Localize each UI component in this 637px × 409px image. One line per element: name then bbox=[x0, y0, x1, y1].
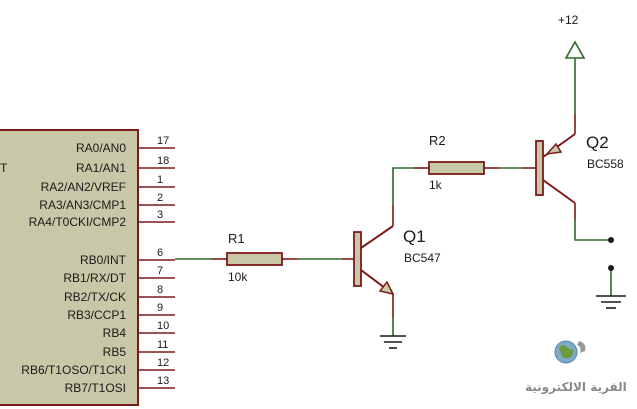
mcu-pin-name: RB3/CCP1 bbox=[67, 308, 126, 322]
mcu-pin-name: RB5 bbox=[103, 345, 127, 359]
output-junction bbox=[608, 237, 614, 243]
mcu-pin-name: RA3/AN3/CMP1 bbox=[39, 198, 126, 212]
watermark-text: القرية الالكترونية bbox=[525, 380, 627, 395]
q1-emitter-arrow bbox=[378, 280, 395, 296]
mcu-pin-name: RA0/AN0 bbox=[76, 141, 126, 155]
mcu-pin-number: 2 bbox=[157, 192, 163, 204]
mcu-pin-number: 1 bbox=[157, 174, 163, 186]
q2-value: BC558 bbox=[587, 157, 624, 171]
wire-q1-r2 bbox=[392, 167, 414, 205]
mcu-body bbox=[0, 129, 139, 406]
r1-value: 10k bbox=[228, 270, 248, 284]
mcu-pin-number: 12 bbox=[157, 357, 169, 369]
mcu-pin-number: 18 bbox=[157, 155, 169, 167]
mcu-pin-number: 13 bbox=[157, 375, 169, 387]
ground-icon bbox=[380, 335, 406, 349]
mcu-pin-number: 11 bbox=[157, 339, 168, 351]
q2-collector bbox=[542, 179, 576, 204]
q1-ref: Q1 bbox=[403, 227, 426, 246]
q2-ref: Q2 bbox=[586, 133, 609, 152]
r2-value: 1k bbox=[429, 178, 443, 192]
q2-base-bar bbox=[535, 140, 544, 196]
mcu-pin-name: RB4 bbox=[103, 326, 127, 340]
ground-icon bbox=[596, 295, 626, 309]
r2-ref: R2 bbox=[429, 133, 446, 148]
q1-collector bbox=[360, 225, 394, 249]
watermark-logo-icon bbox=[554, 340, 586, 364]
ground-junction bbox=[608, 265, 614, 271]
power-label: +12 bbox=[558, 13, 579, 27]
mcu-partial-label: T bbox=[0, 161, 8, 175]
mcu-pin-name: RB1/RX/DT bbox=[63, 271, 126, 285]
mcu-pin-number: 6 bbox=[157, 247, 163, 259]
mcu-pin-number: 3 bbox=[157, 209, 163, 221]
r1-body bbox=[226, 252, 283, 266]
mcu-pin-number: 8 bbox=[157, 284, 163, 296]
mcu-pin-name: RB7/T1OSI bbox=[65, 381, 126, 395]
mcu-pin-name: RB6/T1OSO/T1CKI bbox=[21, 363, 126, 377]
mcu-pin-number: 9 bbox=[157, 302, 163, 314]
r1-ref: R1 bbox=[228, 231, 245, 246]
mcu-pin-name: RA2/AN2/VREF bbox=[41, 180, 126, 194]
r2-body bbox=[428, 161, 485, 175]
mcu-pin-name: RB0/INT bbox=[80, 253, 127, 267]
q1-value: BC547 bbox=[404, 251, 441, 265]
mcu-pin-number: 7 bbox=[157, 265, 163, 277]
q1-base-bar bbox=[353, 231, 362, 287]
mcu-pin-name: RB2/TX/CK bbox=[64, 290, 126, 304]
mcu-pin-name: RA4/T0CKI/CMP2 bbox=[29, 215, 127, 229]
power-arrow-icon bbox=[564, 40, 586, 59]
mcu-pin-name: RA1/AN1 bbox=[76, 161, 126, 175]
q2-emitter-arrow bbox=[545, 142, 563, 156]
mcu-pin-number: 10 bbox=[157, 320, 169, 332]
mcu-pin-number: 17 bbox=[157, 135, 169, 147]
wire-q2-output bbox=[574, 220, 611, 241]
